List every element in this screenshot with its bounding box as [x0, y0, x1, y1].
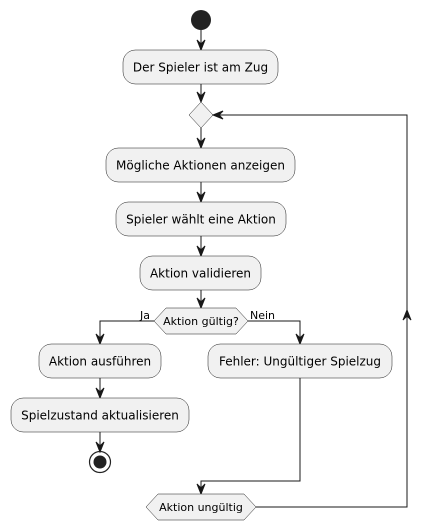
arrowhead-left [211, 110, 224, 120]
end-node-ring [88, 450, 112, 474]
arrowhead [95, 333, 105, 346]
end-node [93, 455, 107, 469]
loop-merge-diamond [188, 101, 214, 129]
arrowhead [295, 333, 305, 346]
action-execute-label: Aktion ausführen [49, 355, 151, 369]
arrowhead [196, 245, 206, 258]
action-validate-label: Aktion validieren [150, 267, 251, 281]
loop-condition-label: Aktion ungültig [159, 501, 243, 514]
arrowhead-up [402, 308, 412, 321]
action-player-turn-label: Der Spieler ist am Zug [133, 61, 268, 75]
branch-yes-label: Ja [139, 309, 150, 322]
arrowhead [95, 387, 105, 400]
arrowhead [196, 39, 206, 52]
decision-valid-label: Aktion gültig? [163, 315, 239, 328]
edge-error-to-condition [200, 378, 301, 490]
arrowhead [196, 297, 206, 310]
arrowhead [196, 191, 206, 204]
start-node [191, 10, 211, 30]
edge-decision-yes [99, 320, 154, 340]
arrowhead [95, 441, 105, 454]
arrowhead [196, 91, 206, 104]
edge-decision-no [248, 320, 301, 340]
branch-no-label: Nein [250, 309, 275, 322]
action-choose-label: Spieler wählt eine Aktion [126, 213, 276, 227]
action-show-actions-label: Mögliche Aktionen anzeigen [116, 159, 285, 173]
action-error-label: Fehler: Ungültiger Spielzug [219, 355, 381, 369]
action-update-state-label: Spielzustand aktualisieren [21, 409, 179, 423]
arrowhead [196, 137, 206, 150]
arrowhead [196, 483, 206, 496]
